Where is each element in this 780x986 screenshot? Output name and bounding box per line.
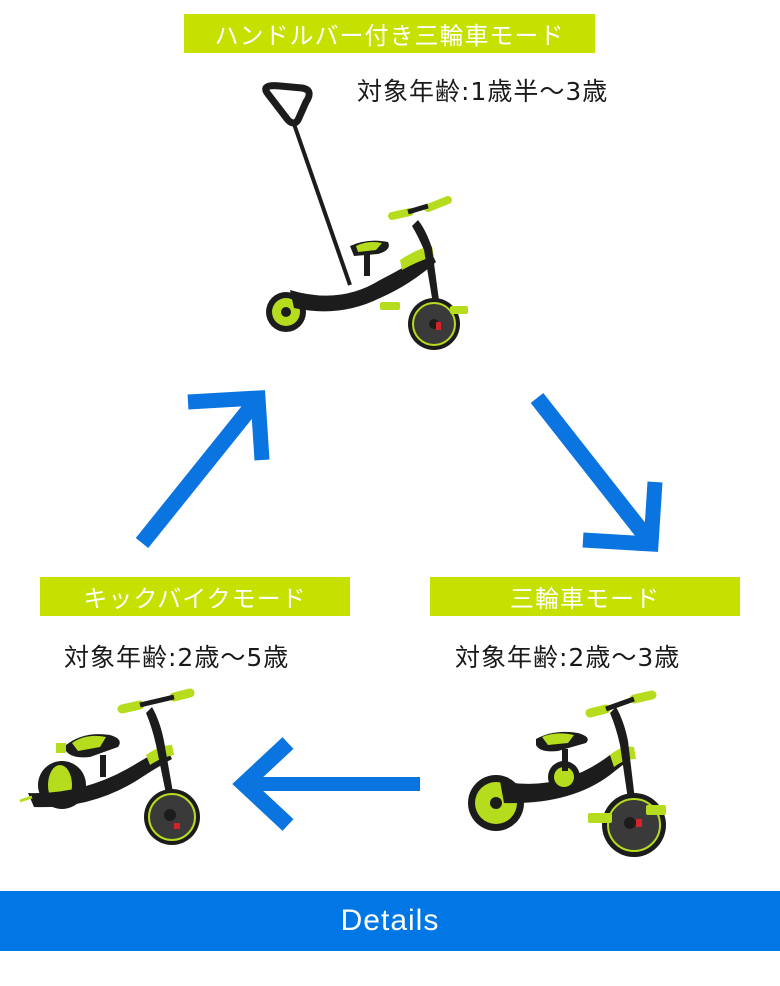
arrow-left-icon xyxy=(232,737,420,831)
tricycle-mode-label-text: 三輪車モード xyxy=(510,585,660,613)
tricycle-age: 対象年齢:2歳～3歳 xyxy=(455,643,681,672)
kick-bike-age: 対象年齢:2歳～5歳 xyxy=(64,643,290,672)
kick-bike-image xyxy=(19,688,200,845)
kick-bike-mode-label: キックバイクモード xyxy=(40,577,350,616)
tricycle-image xyxy=(468,690,666,857)
arrow-up-right-icon xyxy=(135,390,270,549)
handlebar-tricycle-mode-label-text: ハンドルバー付き三輪車モード xyxy=(214,22,565,50)
details-button[interactable]: Details xyxy=(0,891,780,951)
handlebar-tricycle-image xyxy=(262,82,468,350)
tricycle-mode-label: 三輪車モード xyxy=(430,577,740,616)
handlebar-tricycle-mode-label: ハンドルバー付き三輪車モード xyxy=(184,14,595,53)
kick-bike-mode-label-text: キックバイクモード xyxy=(83,585,307,613)
handlebar-tricycle-age: 対象年齢:1歳半～3歳 xyxy=(357,77,609,106)
arrow-down-right-icon xyxy=(530,393,663,552)
details-button-label: Details xyxy=(340,904,440,937)
